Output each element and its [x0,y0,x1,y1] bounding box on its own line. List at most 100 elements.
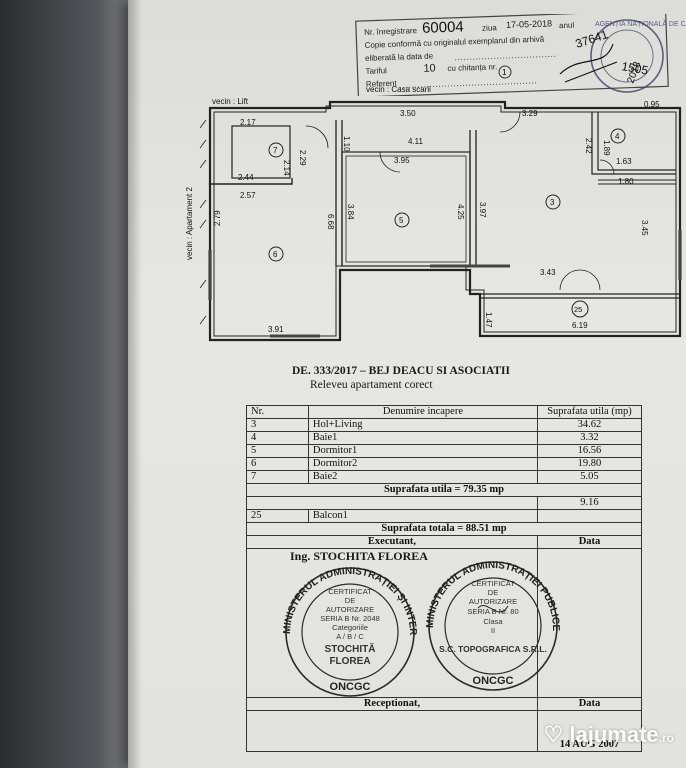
dim-1-10: 1.10 [342,136,351,152]
stamp-right-line: AUTORIZARE [469,597,517,606]
stamp-right: MINISTERUL ADMINISTRAȚIEI PUBLICE ONCGC … [425,560,561,691]
row-nr: 5 [246,444,309,458]
stamp-right-bottom: ONCGC [473,675,514,687]
total-area: Suprafata totala = 88.51 mp [246,522,642,536]
dim-1-63: 1.63 [616,157,632,166]
stamp-left-line: SERIA B Nr. 2048 [320,614,380,623]
area-table: Nr. Denumire incapere Suprafata utila (m… [246,405,643,752]
total-util: Suprafata utila = 79.35 mp [246,483,642,497]
table-row: 4 Baie1 3.32 [246,431,643,445]
data2-label: Data [536,697,643,711]
agency-stamp-text: AGENȚIA NAȚIONALĂ DE CADASTRU [595,19,685,28]
floor-plan: vecin : Lift vecin : Casa scarii vecin :… [185,85,682,342]
receptionat-row: Receptionat, Data [246,697,643,711]
reg-line4-end: cu chitanța nr. [447,62,497,73]
header-nr: Nr. [246,405,309,419]
row-area: 34.62 [536,418,643,432]
stamp-right-line: S.C. TOPOGRAFICA S.R.L. [439,644,547,654]
dim-1-89: 1.89 [602,140,611,156]
room-label-3: 3 [550,198,555,207]
dim-1-80: 1.80 [618,177,634,186]
reg-date-stamp: 17-05-2018 [506,18,552,30]
data-label: Data [536,535,643,549]
room-label-4: 4 [615,132,620,141]
stamp-right-line: CERTIFICAT [471,579,515,588]
receptionat-label: Receptionat, [246,697,538,711]
dim-3-43: 3.43 [540,268,556,277]
dim-3-29: 3.29 [522,109,538,118]
stamp-right-line: SERIA B Nr. 80 [467,607,518,616]
stamp-left: MINISTERUL ADMINISTRAȚIEI ȘI INTERNELOR … [275,554,418,697]
registration-box: Nr. înregistrare 60004 ziua 17-05-2018 a… [355,14,685,96]
total-row: Suprafata totala = 88.51 mp [246,522,642,536]
reg-tarif-value: 10 [423,62,436,74]
dim-3-91: 3.91 [268,325,284,334]
stamp-right-line: DE [488,588,498,597]
watermark-brand: lajumate [569,722,659,747]
document-title: DE. 333/2017 – BEJ DEACU SI ASOCIATII [292,365,511,377]
dim-3-50: 3.50 [400,109,416,118]
dim-3-84: 3.84 [346,204,355,220]
reg-circle-mark: 1 [502,68,507,77]
stamp-left-line: FLOREA [329,656,370,667]
dim-2-29: 2.29 [298,150,307,166]
table-header-row: Nr. Denumire incapere Suprafata utila (m… [246,405,643,419]
dim-2-42: 2.42 [584,138,593,154]
table-row: 3 Hol+Living 34.62 [246,418,643,432]
row-area: 19.80 [536,457,643,471]
row-nr: 4 [246,431,309,445]
reg-line4-label: Tariful [365,66,387,76]
row-name: Dormitor2 [307,457,538,471]
stamp-left-line: AUTORIZARE [326,605,374,614]
dim-2-44: 2.44 [238,173,254,182]
bottom-date: 14 AUG 2007 [536,710,643,752]
row-name: Dormitor1 [307,444,538,458]
row-name: Baie2 [307,470,538,484]
dim-2-57: 2.57 [240,191,256,200]
dark-background [0,0,140,768]
balcon-area: 9.16 [536,496,643,510]
stamp-right-line: II [491,626,495,635]
executant-row: Executant, Data [246,535,643,549]
room-label-6: 6 [273,250,278,259]
header-name: Denumire incapere [307,405,538,419]
label-vecin-lift: vecin : Lift [212,97,249,106]
bottom-row: 14 AUG 2007 [246,710,643,752]
dim-1-47: 1.47 [484,312,493,328]
table-row: 5 Dormitor1 16.56 [246,444,643,458]
stamp-left-line: A / B / C [336,632,364,641]
reg-line1-label: Nr. înregistrare [364,26,418,37]
row-name: Baie1 [307,431,538,445]
stamp-right-line: Clasa [483,617,503,626]
row-area: 16.56 [536,444,643,458]
table-row: 6 Dormitor2 19.80 [246,457,643,471]
dim-0-95: 0.95 [644,100,660,109]
dim-2-79: 2.79 [213,210,222,226]
room-label-7: 7 [273,146,278,155]
dim-3-97: 3.97 [478,202,487,218]
reg-line1-end: anul [559,21,575,31]
dim-2-14: 2.14 [282,160,291,176]
document-subtitle: Releveu apartament corect [310,379,433,391]
row-nr: 25 [246,509,309,523]
dim-3-95: 3.95 [394,156,410,165]
stamp-left-line: CERTIFICAT [328,587,372,596]
stamp-left-line: DE [345,596,355,605]
total-util-row: Suprafata utila = 79.35 mp [246,483,642,497]
label-vecin-casa: vecin : Casa scarii [366,85,431,94]
reg-line3: eliberată la data de [365,51,434,62]
row-name: Balcon1 [307,509,538,523]
label-vecin-ap2: vecin : Apartament 2 [185,187,194,260]
row-nr: 7 [246,470,309,484]
reg-line2: Copie conformă cu originalul exemplarul … [364,35,544,50]
balcon-value-row: 9.16 [246,496,643,510]
table-row: 25 Balcon1 [246,509,643,523]
table-row: 7 Baie2 5.05 [246,470,643,484]
watermark: ♡ lajumate.ro [544,722,674,748]
header-area: Suprafata utila (mp) [536,405,643,419]
dim-6-68: 6.68 [326,214,335,230]
stamp-left-line: STOCHITĂ [325,642,376,655]
executant-name: Ing. STOCHITA FLOREA [290,549,428,563]
dim-3-45: 3.45 [640,220,649,236]
